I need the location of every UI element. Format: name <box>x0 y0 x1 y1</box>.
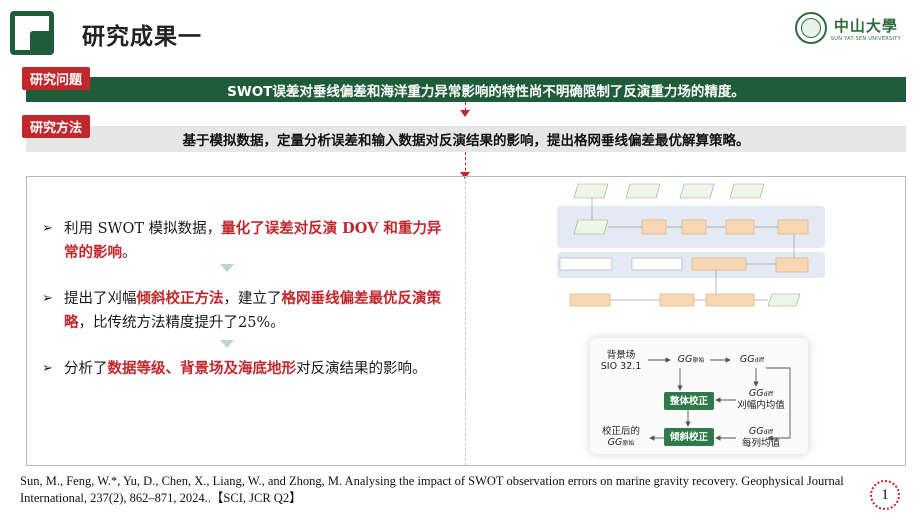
university-en-name: SUN YAT-SEN UNIVERSITY <box>830 35 901 42</box>
down-arrow-icon <box>460 110 470 117</box>
question-bar: SWOT误差对垂线偏差和海洋重力异常影响的特性尚不明确限制了反演重力场的精度。 <box>26 77 906 102</box>
workflow-diagram <box>556 182 826 316</box>
university-logo: 中山大學 SUN YAT-SEN UNIVERSITY <box>794 12 901 44</box>
result-bullet-3: ➢ 分析了数据等级、背景场及海底地形对反演结果的影响。 <box>42 357 452 381</box>
down-triangle-icon <box>220 340 234 348</box>
bullet-arrow-icon: ➢ <box>42 361 53 376</box>
page-title: 研究成果一 <box>82 23 202 50</box>
method-bar: 基于模拟数据，定量分析误差和输入数据对反演结果的影响，提出格网垂线偏差最优解算策… <box>26 126 906 152</box>
university-seal-icon <box>794 12 827 44</box>
result-bullet-2: ➢ 提出了刈幅倾斜校正方法，建立了格网垂线偏差最优反演策略，比传统方法精度提升了… <box>42 287 452 335</box>
bullet-arrow-icon: ➢ <box>42 221 53 236</box>
gg-raw-node: GG原始 <box>677 354 705 365</box>
down-triangle-icon <box>220 264 234 272</box>
bullet-arrow-icon: ➢ <box>42 291 53 306</box>
down-arrow-icon <box>460 172 470 179</box>
connector-line <box>465 102 466 116</box>
background-field-node: 背景场 SIO 32.1 <box>600 350 642 372</box>
column-mean-node: GGdiff 每列均值 <box>741 426 780 449</box>
result-bullet-1: ➢ 利用 SWOT 模拟数据，量化了误差对反演 DOV 和重力异常的影响。 <box>42 217 452 265</box>
university-name: 中山大學 <box>833 16 898 35</box>
page-number: 1 <box>870 480 900 510</box>
tilt-correction-flowchart: 背景场 SIO 32.1 GG原始 GGdiff GGdiff 刈幅内均值 整体… <box>590 338 808 454</box>
results-panel <box>26 176 906 466</box>
overall-correction-node: 整体校正 <box>664 392 714 410</box>
citation-text: Sun, M., Feng, W.*, Yu, D., Chen, X., Li… <box>20 474 844 505</box>
question-label: 研究问题 <box>22 67 91 90</box>
swath-mean-node: GGdiff 刈幅内均值 <box>737 388 785 411</box>
connector-line <box>465 152 466 176</box>
method-label: 研究方法 <box>22 115 91 138</box>
corrected-gg-node: 校正后的 GG原始 <box>601 426 640 448</box>
panel-divider <box>465 176 466 466</box>
slide-logo-icon <box>10 11 54 55</box>
tilt-correction-node: 倾斜校正 <box>664 428 714 446</box>
gg-diff-node: GGdiff <box>739 354 765 365</box>
